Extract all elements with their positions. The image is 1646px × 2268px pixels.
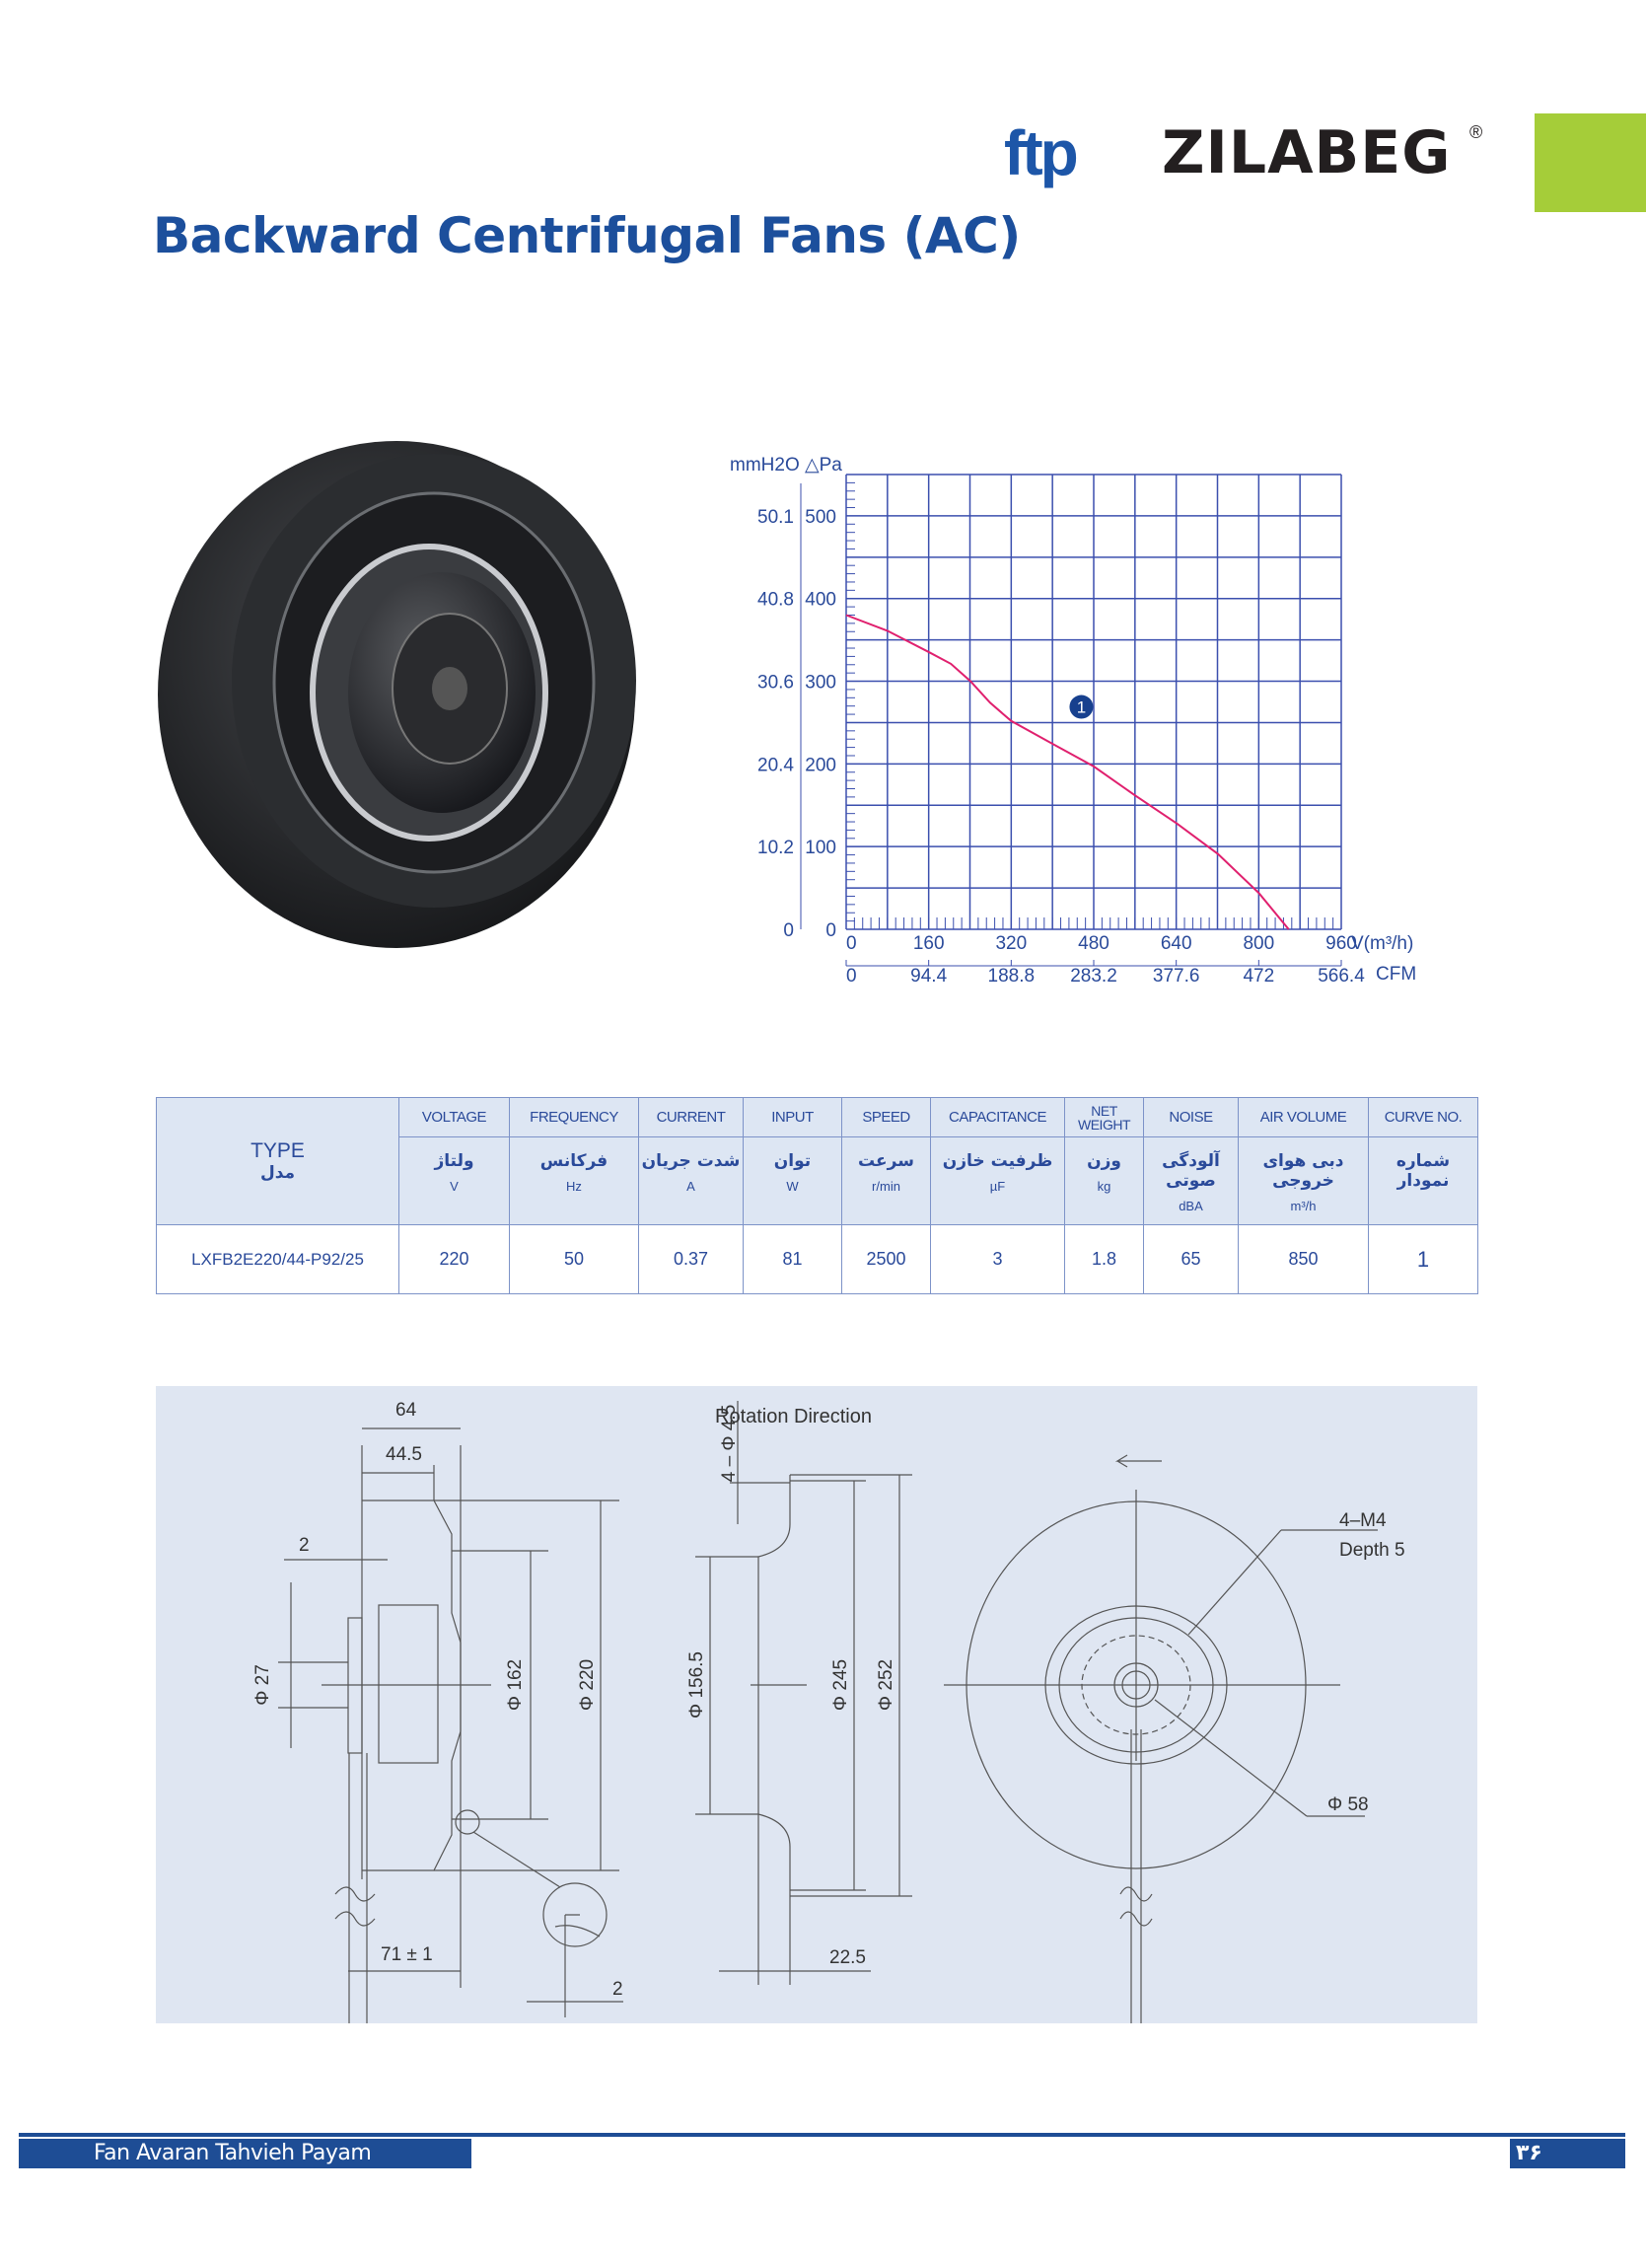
curve-marker [1069, 695, 1094, 719]
y-tick-label-pa: 200 [805, 755, 836, 775]
side-view [278, 1427, 623, 2037]
dim-phi-220: Φ 220 [577, 1659, 598, 1711]
dim-44-5: 44.5 [386, 1444, 422, 1465]
y-tick-label-pa: 100 [805, 838, 836, 858]
dim-71: 71 ± 1 [381, 1944, 433, 1965]
dim-phi-245: Φ 245 [830, 1659, 851, 1711]
registered-mark: ® [1469, 122, 1483, 142]
x-tick-label: 480 [1078, 933, 1109, 954]
dim-2-top: 2 [299, 1535, 310, 1556]
col-header-en: NOISE [1143, 1097, 1239, 1137]
cell-air-volume: 850 [1238, 1224, 1369, 1294]
x-axis-secondary-label: CFM [1376, 964, 1416, 985]
cell-frequency: 50 [509, 1224, 639, 1294]
col-header-en: CAPACITANCE [930, 1097, 1065, 1137]
x-tick-label: 960 [1325, 933, 1357, 954]
logo-mark: ftp [1004, 117, 1079, 188]
dim-phi-252: Φ 252 [876, 1659, 896, 1711]
cell-current: 0.37 [638, 1224, 744, 1294]
x-axis-label: V(m³/h) [1351, 933, 1413, 954]
x-tick-label: 800 [1243, 933, 1274, 954]
x-tick-label: 640 [1161, 933, 1192, 954]
y-tick-label-mmh2o: 50.1 [757, 507, 794, 528]
cell-input: 81 [743, 1224, 842, 1294]
col-header-en: NET WEIGHT [1064, 1097, 1144, 1137]
cell-noise: 65 [1143, 1224, 1239, 1294]
page-number: ۳۶ [1510, 2139, 1625, 2168]
col-header-en: AIR VOLUME [1238, 1097, 1369, 1137]
y-tick-label-pa: 400 [805, 590, 836, 611]
dim-2-detail: 2 [612, 1979, 623, 2000]
col-header-en: VOLTAGE [398, 1097, 510, 1137]
y-tick-label-pa: 500 [805, 507, 836, 528]
performance-chart: mmH2O △Pa V(m³/h) CFM 0010010.220020.430… [730, 455, 1416, 987]
dimension-drawing-panel: 64 44.5 2 Φ 27 Φ 162 Φ 220 71 ± 1 2 4 – … [156, 1386, 1477, 2037]
dim-phi-27: Φ 27 [252, 1664, 273, 1706]
dim-phi-58: Φ 58 [1327, 1794, 1369, 1815]
cfm-tick-label: 566.4 [1318, 966, 1365, 987]
footer-divider [19, 2133, 1625, 2137]
y-tick-label-mmh2o: 30.6 [757, 673, 794, 694]
cell-voltage: 220 [398, 1224, 510, 1294]
dim-22-5: 22.5 [829, 1947, 866, 1968]
cfm-tick-label: 472 [1243, 966, 1274, 987]
y-tick-label-pa: 0 [825, 920, 836, 941]
cell-type: LXFB2E220/44-P92/25 [156, 1224, 399, 1294]
dim-holes: 4 – Φ 4.5 [719, 1405, 740, 1483]
y-axis-label-mmh2o: mmH2O [730, 455, 800, 476]
footer-company: Fan Avaran Tahvieh Payam [19, 2139, 471, 2168]
y-axis-label-pa: △Pa [805, 455, 842, 476]
curve-marker-label: 1 [1077, 698, 1086, 717]
col-header-en: INPUT [743, 1097, 842, 1137]
page-title: Backward Centrifugal Fans (AC) [153, 207, 1021, 264]
cfm-tick-label: 0 [846, 966, 857, 987]
accent-tab [1535, 113, 1646, 212]
profile-view [695, 1401, 912, 1985]
col-header-fa: شماره نمودار [1368, 1136, 1478, 1225]
y-tick-label-pa: 300 [805, 673, 836, 694]
series-line-1 [845, 614, 1290, 930]
y-tick-label-mmh2o: 10.2 [757, 838, 794, 858]
dim-64: 64 [395, 1400, 417, 1421]
col-header-en: FREQUENCY [509, 1097, 639, 1137]
front-view [944, 1454, 1378, 2027]
fan-product-image [158, 441, 636, 948]
cell-capacitance: 3 [930, 1224, 1065, 1294]
cfm-tick-label: 283.2 [1070, 966, 1117, 987]
x-tick-label: 0 [846, 933, 857, 954]
col-header-en: SPEED [841, 1097, 931, 1137]
cfm-tick-label: 377.6 [1153, 966, 1200, 987]
cfm-tick-label: 94.4 [910, 966, 947, 987]
y-tick-label-mmh2o: 40.8 [757, 590, 794, 611]
dim-phi-156-5: Φ 156.5 [686, 1651, 707, 1719]
depth-label: Depth 5 [1339, 1540, 1405, 1561]
cell-curve-no-: 1 [1368, 1224, 1478, 1294]
y-tick-label-mmh2o: 0 [783, 920, 794, 941]
x-tick-label: 160 [913, 933, 945, 954]
col-header-en: CURRENT [638, 1097, 744, 1137]
dim-phi-162: Φ 162 [505, 1659, 526, 1711]
rotation-direction-label: Rotation Direction [715, 1406, 872, 1427]
logo-name: ZILABEG [1162, 118, 1452, 187]
x-tick-label: 320 [995, 933, 1027, 954]
cfm-tick-label: 188.8 [988, 966, 1036, 987]
cell-net-weight: 1.8 [1064, 1224, 1144, 1294]
y-tick-label-mmh2o: 20.4 [757, 755, 794, 775]
thread-label: 4–M4 [1339, 1510, 1387, 1531]
cell-speed: 2500 [841, 1224, 931, 1294]
col-header-en: CURVE NO. [1368, 1097, 1478, 1137]
